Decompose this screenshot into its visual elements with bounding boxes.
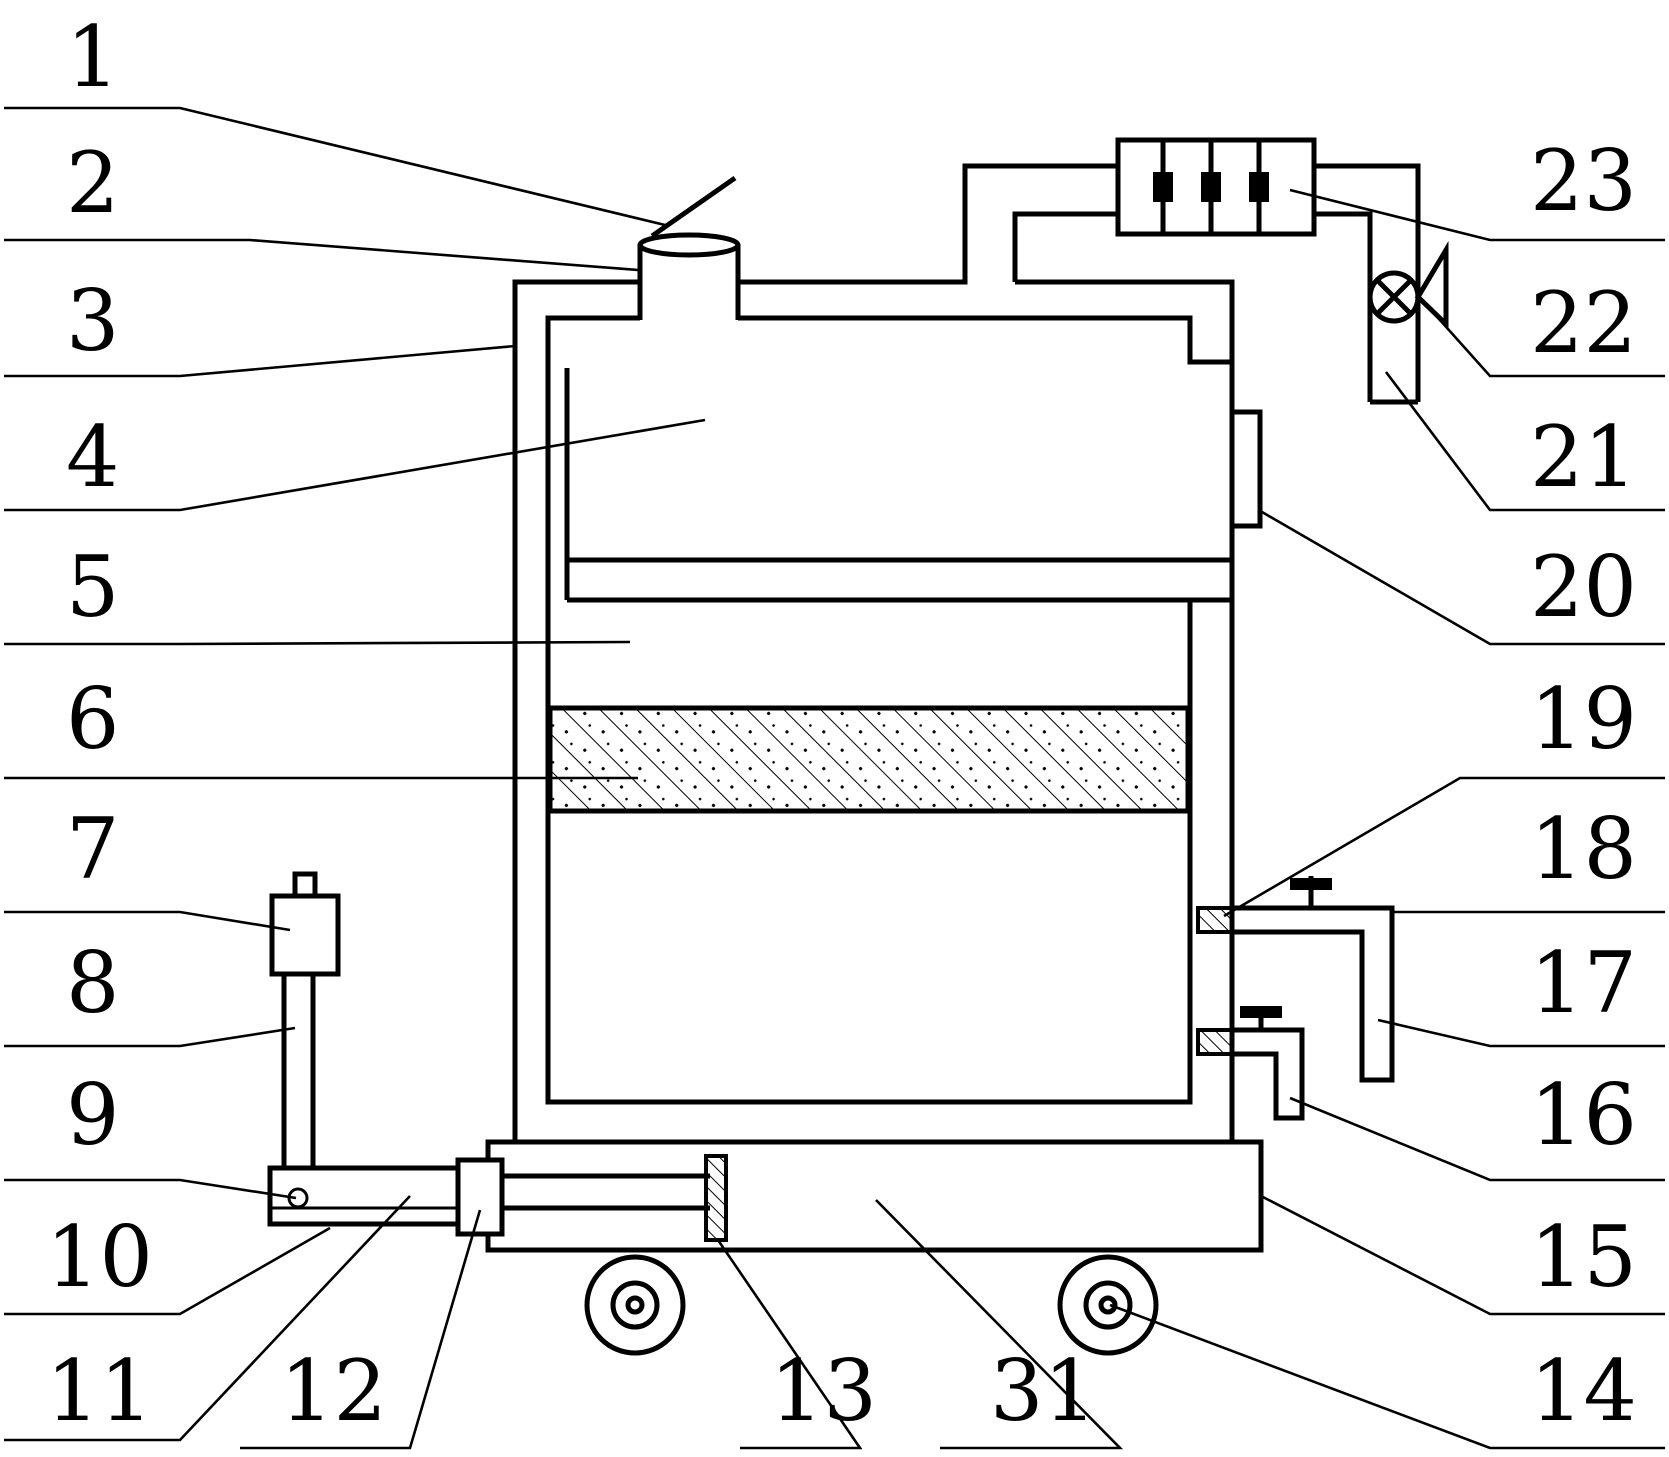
label-15: 15: [1530, 1208, 1637, 1306]
label-12: 12: [280, 1342, 387, 1440]
label-19: 19: [1530, 670, 1637, 768]
label-21: 21: [1530, 408, 1637, 506]
label-6: 6: [66, 670, 119, 768]
tank-outer-wall: [512, 163, 1235, 1142]
left-mechanism: [267, 871, 728, 1242]
label-17: 17: [1530, 934, 1637, 1032]
label-20: 20: [1530, 538, 1637, 636]
label-31: 31: [990, 1342, 1097, 1440]
lower-tap: [1196, 1006, 1305, 1121]
label-13: 13: [770, 1342, 877, 1440]
leader-lines: [4, 106, 1665, 1450]
side-box: [1229, 409, 1263, 529]
label-8: 8: [66, 934, 119, 1032]
label-16: 16: [1530, 1066, 1637, 1164]
label-2: 2: [66, 134, 119, 232]
wheel-right: [1057, 1254, 1159, 1356]
label-9: 9: [66, 1066, 119, 1164]
label-5: 5: [66, 538, 119, 636]
right-labels: 23 22 21 20 19 18 17 16 15 14: [1530, 132, 1637, 1440]
inlet-neck: [637, 175, 741, 320]
label-1: 1: [66, 8, 119, 106]
label-4: 4: [66, 408, 119, 506]
upper-tap: [1196, 876, 1395, 1083]
label-10: 10: [46, 1208, 153, 1306]
filter-layer: [547, 705, 1191, 814]
label-18: 18: [1530, 800, 1637, 898]
label-11: 11: [46, 1342, 153, 1440]
label-7: 7: [66, 800, 119, 898]
label-23: 23: [1530, 132, 1637, 230]
tank-inner-wall: [545, 315, 1232, 1105]
separator-plate: [564, 368, 1232, 603]
wheel-left: [584, 1254, 686, 1356]
label-14: 14: [1530, 1342, 1637, 1440]
label-3: 3: [66, 272, 119, 370]
bottom-labels: 12 13 31: [280, 1342, 1097, 1440]
label-22: 22: [1530, 274, 1637, 372]
top-pipe-assembly: [1115, 137, 1449, 405]
base-frame: [485, 1139, 1264, 1253]
left-labels: 1 2 3 4 5 6 7 8 9 10 11: [46, 8, 153, 1440]
